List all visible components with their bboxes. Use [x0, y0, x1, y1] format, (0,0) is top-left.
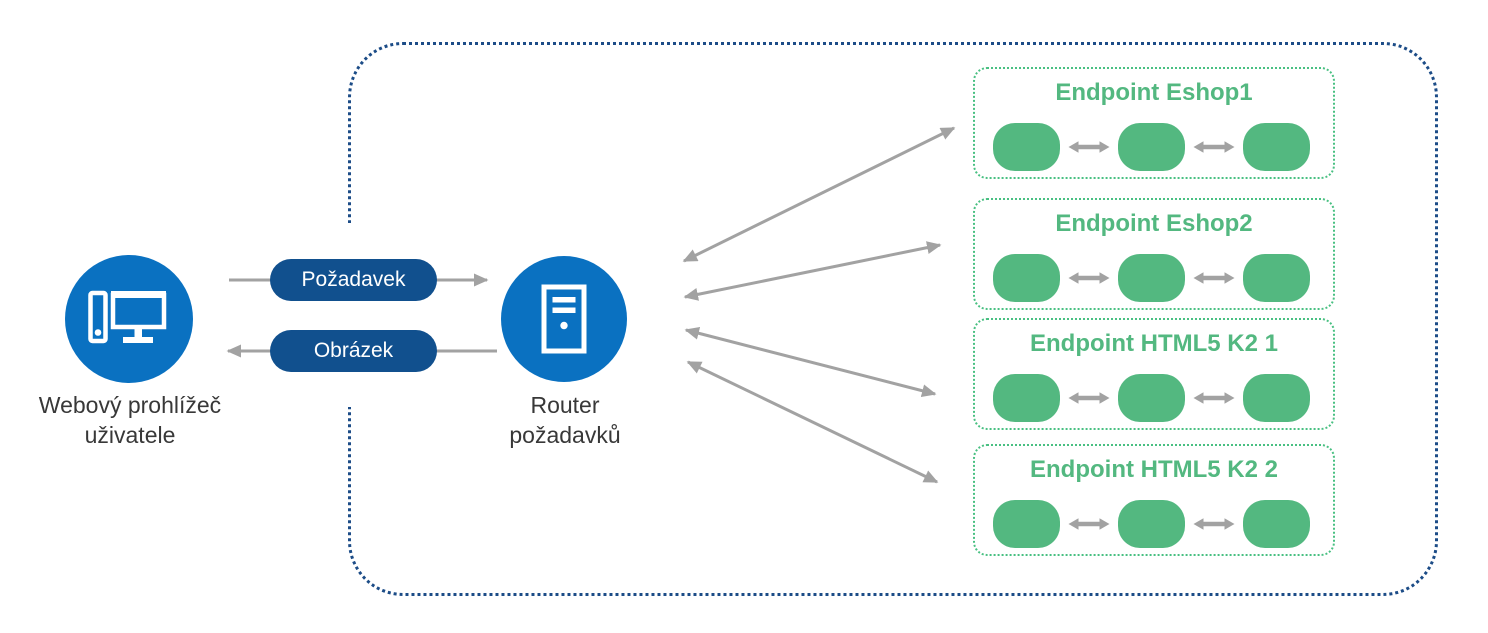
endpoint-box-html5-k2-2: Endpoint HTML5 K2 2 — [973, 444, 1335, 556]
endpoint-instances-row — [993, 374, 1310, 422]
endpoint-instances-row — [993, 254, 1310, 302]
router-node-label: Router požadavků — [465, 390, 665, 450]
double-arrow-icon — [1193, 518, 1235, 530]
browser-node — [65, 255, 193, 383]
browser-node-label: Webový prohlížeč uživatele — [0, 390, 260, 450]
endpoint-box-html5-k2-1: Endpoint HTML5 K2 1 — [973, 318, 1335, 430]
instance-node — [1243, 254, 1310, 302]
double-arrow-icon — [1068, 392, 1110, 404]
instance-node — [1118, 254, 1185, 302]
double-arrow-icon — [1068, 518, 1110, 530]
instance-node — [1243, 374, 1310, 422]
router-endpoint1-link — [682, 126, 956, 263]
desktop-computer-icon — [88, 290, 167, 344]
double-arrow-icon — [1068, 272, 1110, 284]
double-arrow-icon — [1193, 272, 1235, 284]
router-endpoint4-link — [686, 360, 939, 484]
request-pill: Požadavek — [270, 259, 437, 301]
router-endpoint2-link — [683, 241, 942, 301]
double-arrow-icon — [1193, 141, 1235, 153]
server-icon — [541, 284, 587, 354]
router-endpoint3-link — [684, 326, 937, 398]
browser-label-line1: Webový prohlížeč — [38, 392, 222, 418]
instance-node — [1118, 374, 1185, 422]
endpoint-title: Endpoint Eshop1 — [1055, 79, 1253, 106]
instance-node — [1243, 123, 1310, 171]
endpoint-title: Endpoint HTML5 K2 2 — [1030, 456, 1278, 483]
instance-node — [993, 123, 1060, 171]
double-arrow-icon — [1068, 141, 1110, 153]
response-pill: Obrázek — [270, 330, 437, 372]
endpoint-title: Endpoint HTML5 K2 1 — [1030, 330, 1278, 357]
router-label-line2: požadavků — [509, 422, 621, 448]
endpoint-box-eshop2: Endpoint Eshop2 — [973, 198, 1335, 310]
browser-label-line2: uživatele — [84, 422, 176, 448]
endpoint-instances-row — [993, 500, 1310, 548]
instance-node — [993, 500, 1060, 548]
instance-node — [993, 374, 1060, 422]
instance-node — [1118, 500, 1185, 548]
endpoint-instances-row — [993, 123, 1310, 171]
endpoint-title: Endpoint Eshop2 — [1055, 210, 1253, 237]
double-arrow-icon — [1193, 392, 1235, 404]
instance-node — [993, 254, 1060, 302]
endpoint-box-eshop1: Endpoint Eshop1 — [973, 67, 1335, 179]
router-node — [501, 256, 627, 382]
instance-node — [1243, 500, 1310, 548]
router-label-line1: Router — [530, 392, 600, 418]
instance-node — [1118, 123, 1185, 171]
